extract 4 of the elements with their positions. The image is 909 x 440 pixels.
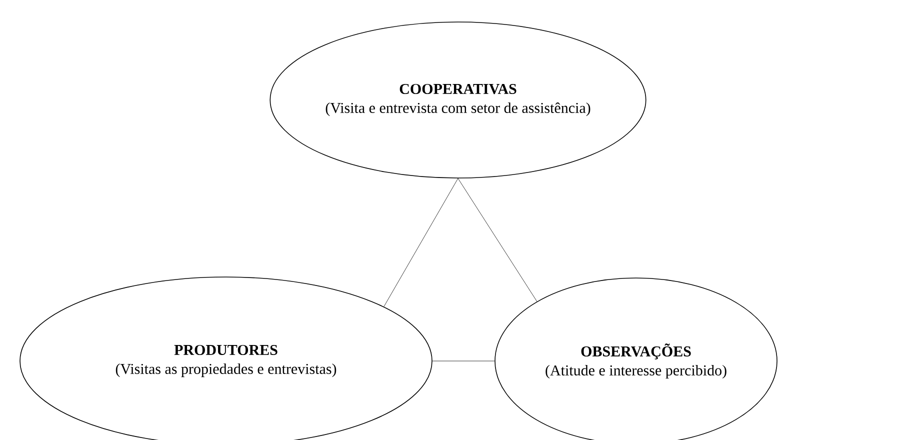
- connecting-line: [384, 178, 458, 307]
- connecting-line: [458, 178, 538, 302]
- ellipse-node: COOPERATIVAS (Visita e entrevista com setor de assistência): [270, 22, 646, 178]
- connecting-line: [432, 360, 495, 362]
